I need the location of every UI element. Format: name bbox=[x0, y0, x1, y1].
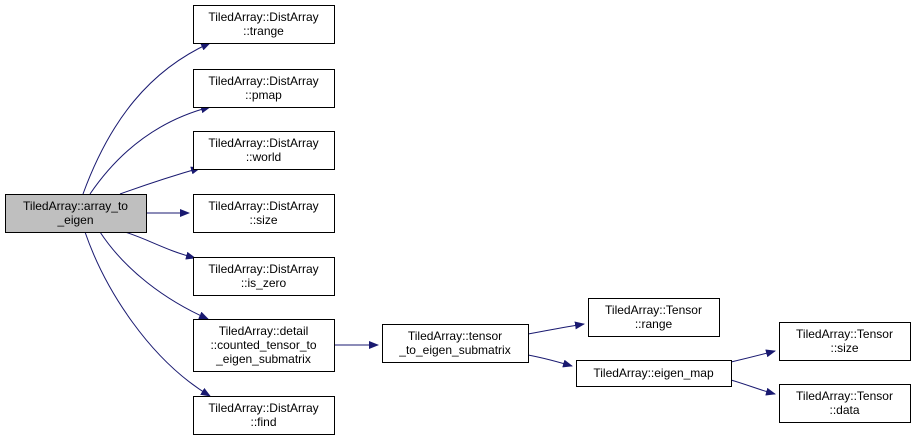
node-label-line: TiledArray::DistArray bbox=[208, 74, 318, 88]
node-is_zero[interactable]: TiledArray::DistArray::is_zero bbox=[193, 257, 335, 296]
node-box bbox=[5, 194, 147, 233]
node-box bbox=[193, 396, 335, 435]
edge-arrow bbox=[527, 354, 573, 368]
edge-tensor_to_eigen_submatrix-to-tensor_range bbox=[527, 321, 585, 335]
node-find[interactable]: TiledArray::DistArray::find bbox=[193, 396, 335, 435]
edge-arrow bbox=[730, 349, 776, 363]
edge-arrow bbox=[82, 42, 211, 195]
node-label-line: TiledArray::Tensor bbox=[605, 303, 702, 317]
edge-array_to_eigen-to-find bbox=[84, 231, 211, 397]
edge-array_to_eigen-to-pmap bbox=[89, 105, 211, 195]
node-label-line: TiledArray::DistArray bbox=[208, 10, 318, 24]
edge-array_to_eigen-to-trange bbox=[82, 42, 211, 195]
node-label-line: ::size bbox=[830, 341, 858, 355]
node-label-line: ::find bbox=[250, 415, 276, 429]
edge-array_to_eigen-to-is_zero bbox=[124, 231, 196, 260]
node-trange[interactable]: TiledArray::DistArray::trange bbox=[193, 5, 335, 44]
node-label-line: TiledArray::DistArray bbox=[208, 401, 318, 415]
node-box bbox=[193, 69, 335, 108]
node-label-line: ::counted_tensor_to bbox=[210, 338, 316, 352]
node-box bbox=[193, 194, 335, 233]
node-label-line: _eigen bbox=[56, 213, 93, 227]
node-label-line: ::trange bbox=[243, 24, 284, 38]
edge-array_to_eigen-to-counted_tensor_to_eigen_submatrix bbox=[99, 231, 209, 320]
node-label-line: TiledArray::tensor bbox=[408, 329, 502, 343]
node-label-line: TiledArray::DistArray bbox=[208, 136, 318, 150]
node-eigen_map[interactable]: TiledArray::eigen_map bbox=[576, 360, 732, 387]
node-label-line: ::world bbox=[246, 150, 281, 164]
node-label-line: TiledArray::Tensor bbox=[796, 327, 893, 341]
node-label-line: ::pmap bbox=[245, 88, 282, 102]
node-size[interactable]: TiledArray::DistArray::size bbox=[193, 194, 335, 233]
node-label-line: TiledArray::eigen_map bbox=[593, 366, 714, 380]
node-box bbox=[193, 5, 335, 44]
node-box bbox=[588, 298, 720, 337]
node-box bbox=[382, 324, 529, 363]
node-label-line: ::range bbox=[635, 317, 673, 331]
node-box bbox=[193, 257, 335, 296]
edge-eigen_map-to-tensor_data bbox=[730, 379, 776, 396]
node-counted_tensor_to_eigen_submatrix[interactable]: TiledArray::detail::counted_tensor_to_ei… bbox=[193, 319, 335, 372]
node-tensor_range[interactable]: TiledArray::Tensor::range bbox=[588, 298, 720, 337]
edge-arrow bbox=[89, 105, 211, 195]
node-box bbox=[779, 384, 911, 423]
edge-arrow bbox=[730, 379, 776, 396]
node-label-line: ::is_zero bbox=[241, 276, 287, 290]
node-box bbox=[193, 319, 335, 372]
node-world[interactable]: TiledArray::DistArray::world bbox=[193, 131, 335, 170]
node-label-line: TiledArray::detail bbox=[219, 324, 309, 338]
node-label-line: TiledArray::DistArray bbox=[208, 199, 318, 213]
edge-arrow bbox=[99, 231, 209, 320]
node-array_to_eigen: TiledArray::array_to_eigen bbox=[5, 194, 147, 233]
node-label-line: ::size bbox=[249, 213, 277, 227]
node-label-line: _to_eigen_submatrix bbox=[398, 343, 510, 357]
node-label-line: TiledArray::array_to bbox=[23, 199, 128, 213]
edge-arrow bbox=[119, 166, 201, 195]
node-pmap[interactable]: TiledArray::DistArray::pmap bbox=[193, 69, 335, 108]
node-label-line: ::data bbox=[829, 403, 859, 417]
node-label-line: TiledArray::DistArray bbox=[208, 262, 318, 276]
node-box bbox=[779, 322, 911, 361]
edge-array_to_eigen-to-world bbox=[119, 166, 201, 195]
node-label-line: TiledArray::Tensor bbox=[796, 389, 893, 403]
node-label-line: _eigen_submatrix bbox=[215, 352, 311, 366]
node-box bbox=[576, 360, 732, 387]
edge-eigen_map-to-tensor_size bbox=[730, 349, 776, 363]
node-tensor_size[interactable]: TiledArray::Tensor::size bbox=[779, 322, 911, 361]
edge-arrow bbox=[527, 321, 585, 335]
edge-tensor_to_eigen_submatrix-to-eigen_map bbox=[527, 354, 573, 368]
node-tensor_to_eigen_submatrix[interactable]: TiledArray::tensor_to_eigen_submatrix bbox=[382, 324, 529, 363]
edge-arrow bbox=[124, 231, 196, 260]
node-box bbox=[193, 131, 335, 170]
node-tensor_data[interactable]: TiledArray::Tensor::data bbox=[779, 384, 911, 423]
edge-arrow bbox=[84, 231, 211, 397]
